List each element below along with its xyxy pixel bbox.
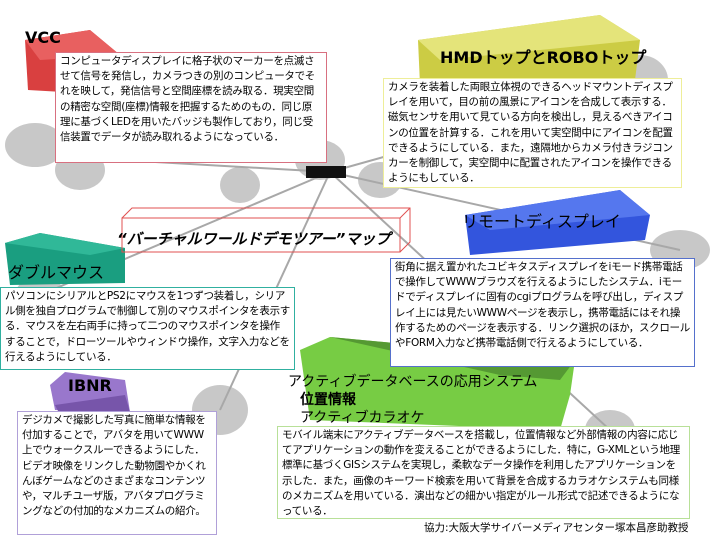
active-db-description: モバイル端末にアクティブデータベースを搭載し，位置情報など外部情報の内容に応じて… [277, 426, 690, 519]
double-mouse-description: パソコンにシリアルとPS2にマウスを1つずつ装着し，シリアル側を独自プログラムで… [0, 287, 295, 370]
hmd-block [418, 15, 640, 85]
vcc-description: コンピュータディスプレイに格子状のマーカーを点滅させて信号を発信し，カメラつきの… [55, 52, 327, 163]
title-box-3d [121, 207, 411, 253]
active-db-subtitle-location: 位置情報 [300, 392, 356, 408]
remote-description: 街角に据え置かれたユビキタスディスプレイをiモード携帯電話で操作してWWWブラウ… [390, 258, 695, 367]
remote-title: リモートディスプレイ [462, 212, 621, 231]
remote-block [465, 190, 650, 255]
vcc-title: VCC [25, 28, 61, 47]
credit-text: 協力:大阪大学サイバーメディアセンター塚本昌彦助教授 [424, 522, 689, 534]
main-title: “バーチャルワールドデモツアー”マップ [117, 230, 391, 248]
active-db-subtitle-karaoke: アクティブカラオケ [300, 410, 425, 426]
double-mouse-title: ダブルマウス [8, 263, 105, 282]
central-logo [306, 166, 346, 178]
ibnr-description: デジカメで撮影した写真に簡単な情報を付加することで，アバタを用いてWWW上でウォ… [17, 411, 217, 535]
ibnr-title: IBNR [68, 376, 112, 395]
ibnr-block [50, 372, 130, 415]
hmd-description: カメラを装着した両眼立体視のできるヘッドマウントディスプレイを用いて，目の前の風… [383, 78, 682, 188]
double-mouse-block [5, 233, 125, 285]
active-db-title: アクティブデータベースの応用システム [288, 374, 538, 390]
hmd-title: HMDトップとROBOトップ [440, 48, 647, 67]
